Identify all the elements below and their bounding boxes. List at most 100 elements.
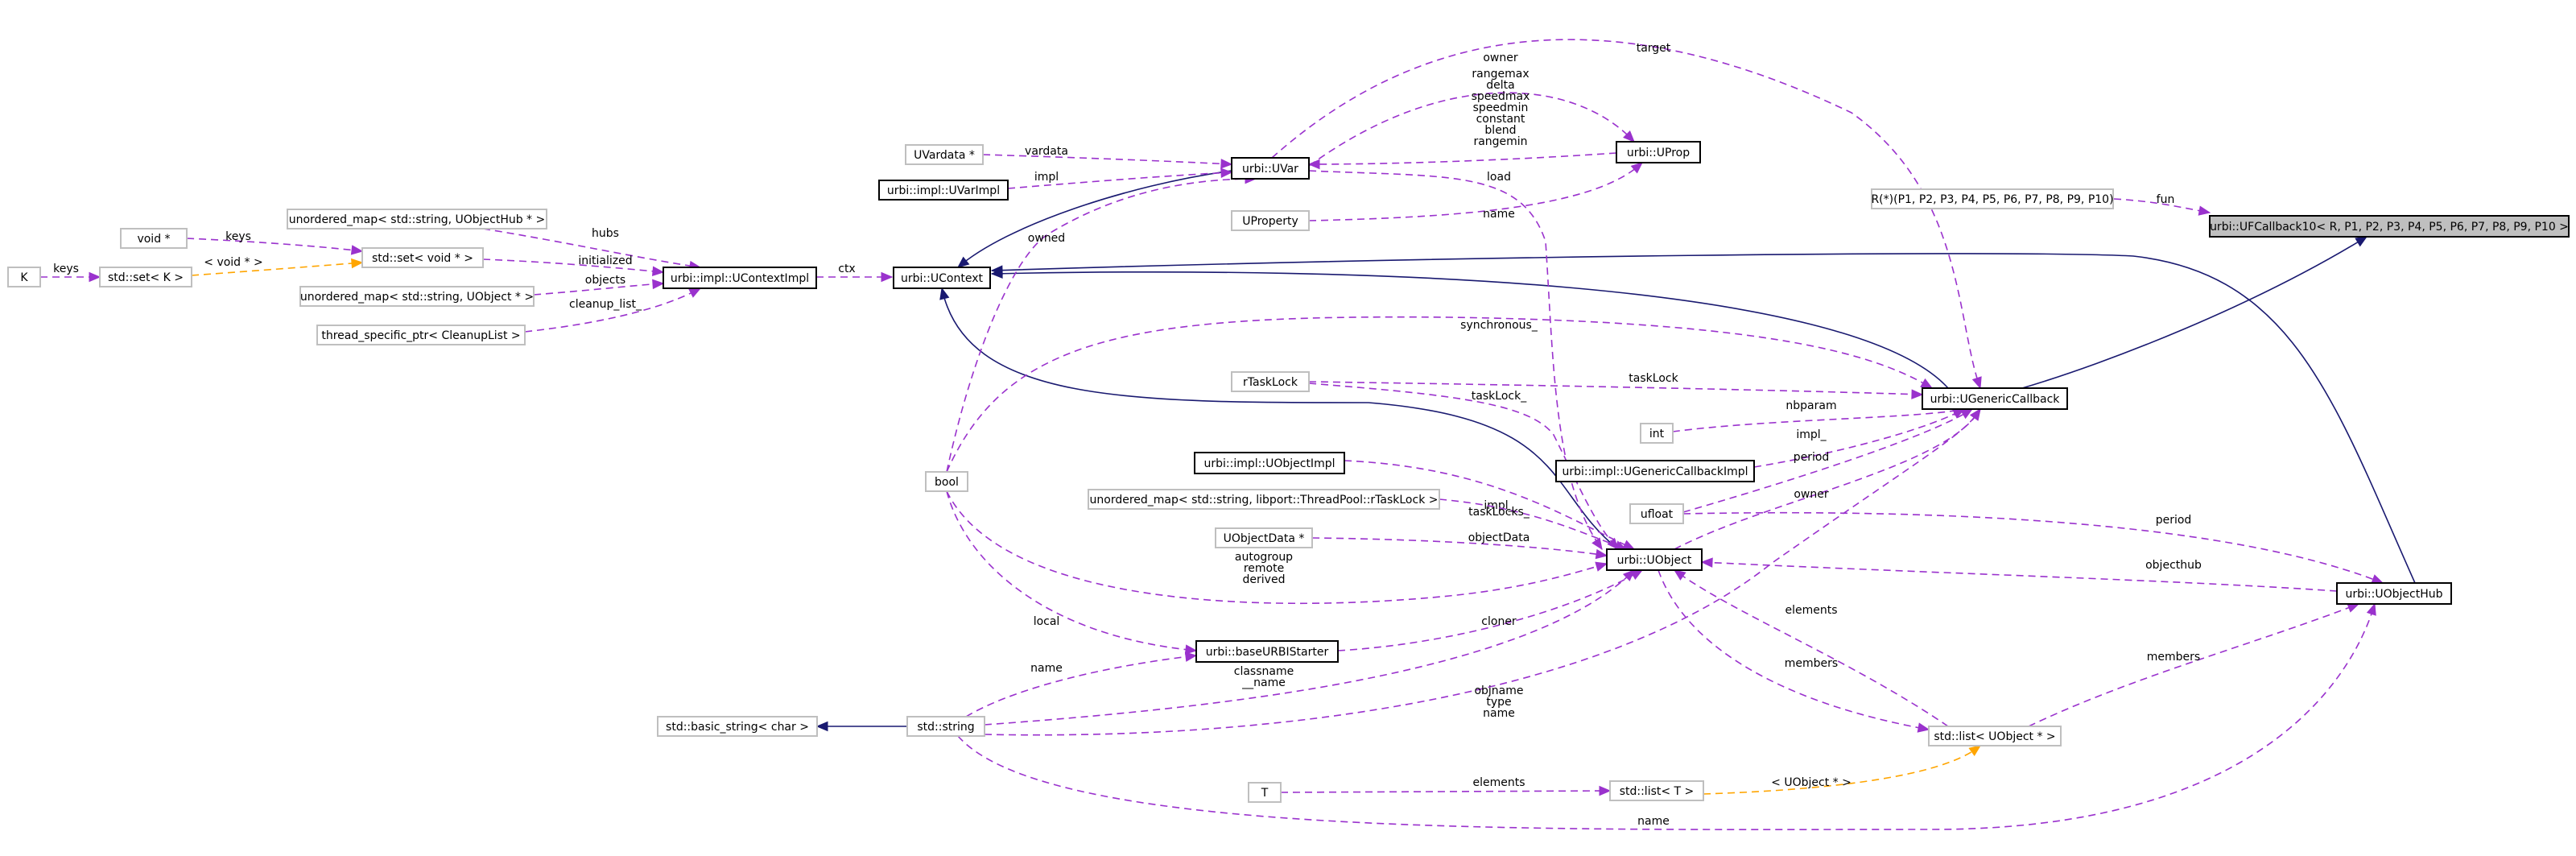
node-label: urbi::impl::UVarImpl [887,184,1000,197]
edge-label-line: hubs [592,227,619,240]
node-uvar[interactable]: urbi::UVar [1231,157,1310,180]
edge-label-members: members [1785,657,1838,670]
node-setK: std::set< K > [99,267,192,287]
edge-bool-to-uvar: owned [946,173,1257,473]
inheritance-arrowhead [939,287,950,300]
node-label: urbi::impl::UObjectImpl [1204,457,1335,470]
edge-line [1344,460,1635,550]
arrowhead [2366,602,2376,616]
node-label: UObjectData * [1224,532,1305,545]
node-ugenericcallback[interactable]: urbi::UGenericCallback [1922,387,2068,410]
node-umap_hub: unordered_map< std::string, UObjectHub *… [287,209,547,230]
edge-label-tasklock: taskLock_ [1472,390,1527,403]
node-label: urbi::UObject [1617,554,1692,567]
node-label: bool [935,476,959,489]
node-label: urbi::impl::UContextImpl [671,272,809,285]
edge-label-owner: owner [1794,488,1829,501]
edge-label-line: vardata [1025,145,1068,158]
edge-label-line: taskLock_ [1472,390,1527,403]
arrowhead [350,245,364,255]
edge-bool-to-ugenericcallback: synchronous_ [946,316,1934,473]
node-box [905,144,984,165]
node-label: std::list< T > [1620,785,1695,798]
node-baseurbi[interactable]: urbi::baseURBIStarter [1195,640,1339,663]
edge-label-void: < void * > [204,256,262,269]
node-box [299,286,535,307]
edge-setvoid-to-ucontextimpl: initialized [482,254,665,276]
edge-uvar-to-uprop: owner [1308,52,1635,167]
edge-line [1337,569,1643,651]
edge-label-objects: objects [585,274,625,287]
edge-T-to-listT: elements [1280,776,1612,796]
node-label: urbi::UGenericCallback [1930,393,2061,406]
node-label: urbi::UObjectHub [2346,588,2443,601]
node-box [99,267,192,287]
edge-label-line: rangemax [1472,68,1529,81]
edge-label-line: speedmax [1472,90,1530,103]
arrowhead [1917,722,1930,733]
arrowhead [1591,537,1603,551]
diagram-edges: functxhubsinitializedobjectscleanup_list… [40,39,2416,830]
node-uprop[interactable]: urbi::UProp [1616,141,1701,163]
edge-label-period: period [1794,451,1830,464]
node-box [287,209,547,230]
edge-label-hubs: hubs [592,227,619,240]
edge-line [1308,92,1635,167]
edge-line [1682,408,1973,513]
inheritance-arrowhead [815,721,828,732]
node-ufcallback[interactable]: urbi::UFCallback10< R, P1, P2, P3, P4, P… [2209,215,2570,238]
node-label: std::set< K > [108,271,184,284]
node-box [1231,371,1310,392]
edge-line [941,287,1619,550]
edge-label-line: owned [1028,232,1065,245]
edge-label-line: keys [225,230,251,243]
node-ucontextimpl[interactable]: urbi::impl::UContextImpl [663,267,817,289]
edge-label-cleanup-list: cleanup_list_ [569,298,642,311]
node-box [361,247,484,268]
edge-label-line: remote [1244,562,1284,575]
edge-label-line: impl_ [1484,499,1514,512]
edge-line [946,490,1608,605]
edge-label-line: rangemin [1473,135,1527,148]
edge-line [482,228,701,268]
node-box [925,471,968,492]
edge-uobjimpl-to-uobject: impl_ [1344,460,1636,550]
node-label: urbi::UContext [901,272,983,285]
node-uobject[interactable]: urbi::UObject [1606,548,1703,571]
edge-label-line: name [1483,707,1515,720]
edge-label-impl: impl_ [1484,499,1514,512]
edge-line [533,283,664,296]
node-ucontext[interactable]: urbi::UContext [893,267,991,289]
edge-stdstring-to-uobjecthub: name [957,602,2376,830]
node-uobjimpl[interactable]: urbi::impl::UObjectImpl [1194,452,1345,474]
node-uobjdata: UObjectData * [1215,527,1313,548]
edge-label-classname: classname__name [1234,665,1294,689]
node-label: thread_specific_ptr< CleanupList > [321,329,520,342]
node-box [878,180,1009,201]
node-label: int [1649,428,1665,440]
edge-ucontext-to-uvar [957,170,1232,268]
edge-label-line: impl [1034,171,1059,184]
arrowhead [2371,574,2384,584]
edge-line [2021,236,2368,389]
node-K: K [7,267,41,287]
edge-uobjdata-to-uobject: objectData [1311,531,1608,560]
edge-ugenericcallback-to-ufcallback [2021,236,2368,389]
arrowhead [881,271,894,283]
edge-label-line: __name [1241,676,1286,689]
node-uobjecthub[interactable]: urbi::UObjectHub [2336,582,2452,605]
edge-label-line: classname [1234,665,1294,678]
node-box [1231,210,1310,231]
edge-label-line: name [1637,815,1670,828]
node-ugcbimpl[interactable]: urbi::impl::UGenericCallbackImpl [1555,460,1755,482]
edge-line [1703,745,1981,795]
edge-line [1701,561,2338,592]
edge-label-line: taskLocks_ [1468,506,1530,519]
edge-line [1674,569,1949,727]
edge-label-line: keys [53,263,79,275]
edge-label-owned: owned [1028,232,1065,245]
node-uvarimpl[interactable]: urbi::impl::UVarImpl [878,180,1009,201]
node-box [1215,527,1313,548]
